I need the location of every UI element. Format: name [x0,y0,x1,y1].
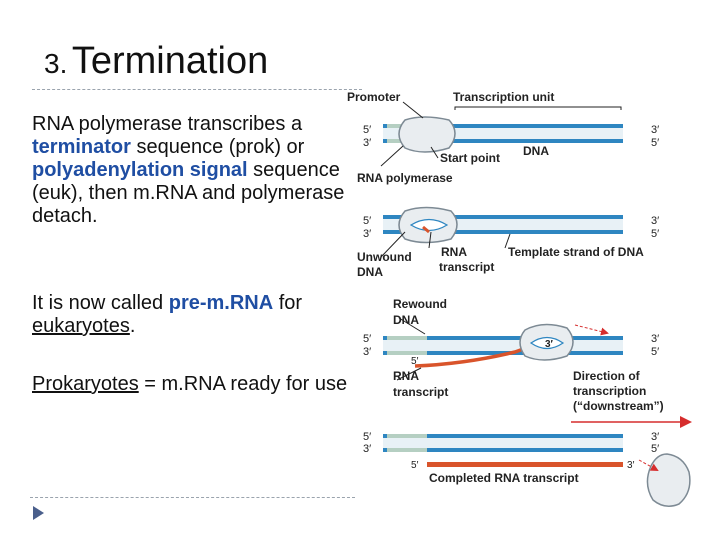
transcription-bubble-3 [529,336,565,350]
p2-text-c: for [273,292,303,314]
label-3prime-rna-tip: 3′ [545,339,554,350]
dna-strand-top-2 [383,215,623,219]
stage-initiation: Promoter Transcription unit 5′ 3′ 3′ 5′ … [347,90,659,185]
p1-text-e: sequence (euk), then m.RNA and polymeras… [32,159,345,227]
term-prokaryotes: Prokaryotes [32,373,139,395]
label-rna-polymerase: RNA polymerase [357,171,453,185]
label-3prime-2b: 3′ [651,215,659,227]
stage-rewinding: Rewound DNA 3′ 5′ 3′ 3′ 5′ 5′ RNA transc… [363,297,692,428]
dna-strand-bottom-2 [383,230,623,234]
stage-elongation: 5′ 3′ 3′ 5′ Unwound DNA RNA transcript T… [357,206,659,279]
label-rewound: Rewound [393,297,447,311]
label-5prime-rna-3: 5′ [411,356,419,367]
transcription-bubble-2 [409,218,449,232]
label-3prime-rna-4: 3′ [627,460,635,471]
p2-text-e: . [129,315,136,337]
label-5prime-3a: 5′ [363,333,371,345]
label-3prime-4b: 3′ [651,431,659,443]
term-terminator: terminator [32,136,131,158]
label-5prime-4b: 5′ [651,443,659,455]
label-5prime-1a: 5′ [363,124,371,136]
slide-title: 3. Termination [44,40,268,83]
label-start-point: Start point [440,151,500,165]
label-unwound: Unwound [357,250,412,264]
polymerase-direction-arrow [574,324,609,336]
label-3prime-1a: 3′ [363,137,371,149]
term-eukaryotes: eukaryotes [32,315,130,337]
term-polyadenylation-signal: polyadenylation signal [32,159,248,181]
transcription-unit-bracket [454,106,622,110]
label-dna-1: DNA [523,144,549,158]
label-5prime-2b: 5′ [651,228,659,240]
label-direction-3: (“downstream”) [573,399,664,413]
paragraph-prokaryotes: Prokaryotes = m.RNA ready for use [32,373,350,396]
label-promoter: Promoter [347,90,401,104]
p2-text-a: It is now called [32,292,169,314]
dna-strand-top-4 [383,434,623,438]
stage-termination: 5′ 3′ 3′ 5′ 5′ 3′ Completed RNA transcri… [363,431,691,507]
title-divider [32,89,362,90]
label-transcript-1: transcript [439,260,494,274]
label-direction-1: Direction of [573,369,641,383]
label-5prime-4a: 5′ [363,431,371,443]
label-rna-2: RNA [393,369,419,383]
label-3prime-3a: 3′ [363,346,371,358]
label-5prime-rna-4: 5′ [411,460,419,471]
dna-strand-top-1 [383,124,623,128]
label-transcription-unit: Transcription unit [453,90,554,104]
label-transcript-2: transcript [393,385,448,399]
completed-rna-transcript [427,462,623,467]
dna-strand-bottom-1 [383,139,623,143]
label-rna-1: RNA [441,245,467,259]
title-number: 3. [44,48,68,79]
label-3prime-3b: 3′ [651,333,659,345]
title-text: Termination [71,40,269,82]
paragraph-pre-mrna: It is now called pre-m.RNA for eukaryote… [32,292,350,338]
label-template-strand: Template strand of DNA [508,245,644,259]
dna-strand-top-3 [383,336,623,340]
p3-text-b: = m.RNA ready for use [138,373,348,395]
footer-divider [30,497,355,498]
label-rewound-dna: DNA [393,313,419,327]
next-slide-arrow-icon[interactable] [33,506,44,520]
rna-short-2 [422,225,430,234]
label-5prime-3b: 5′ [651,346,659,358]
label-completed-transcript: Completed RNA transcript [429,471,579,485]
label-3prime-2a: 3′ [363,228,371,240]
term-pre-mrna: pre-m.RNA [168,292,274,314]
release-arrow [638,459,659,471]
rna-polymerase-blob-1 [398,116,456,153]
released-polymerase-blob [646,453,691,507]
label-3prime-4a: 3′ [363,443,371,455]
p1-text-a: RNA polymerase transcribes a [32,113,303,135]
paragraph-termination: RNA polymerase transcribes a terminator … [32,113,350,228]
dna-strand-bottom-4 [383,448,623,452]
label-unwound-dna: DNA [357,265,383,279]
label-3prime-1b: 3′ [651,124,659,136]
p1-text-c: sequence (prok) or [130,136,305,158]
transcription-diagram: Promoter Transcription unit 5′ 3′ 3′ 5′ … [347,90,692,507]
label-5prime-2a: 5′ [363,215,371,227]
label-direction-2: transcription [573,384,646,398]
label-5prime-1b: 5′ [651,137,659,149]
